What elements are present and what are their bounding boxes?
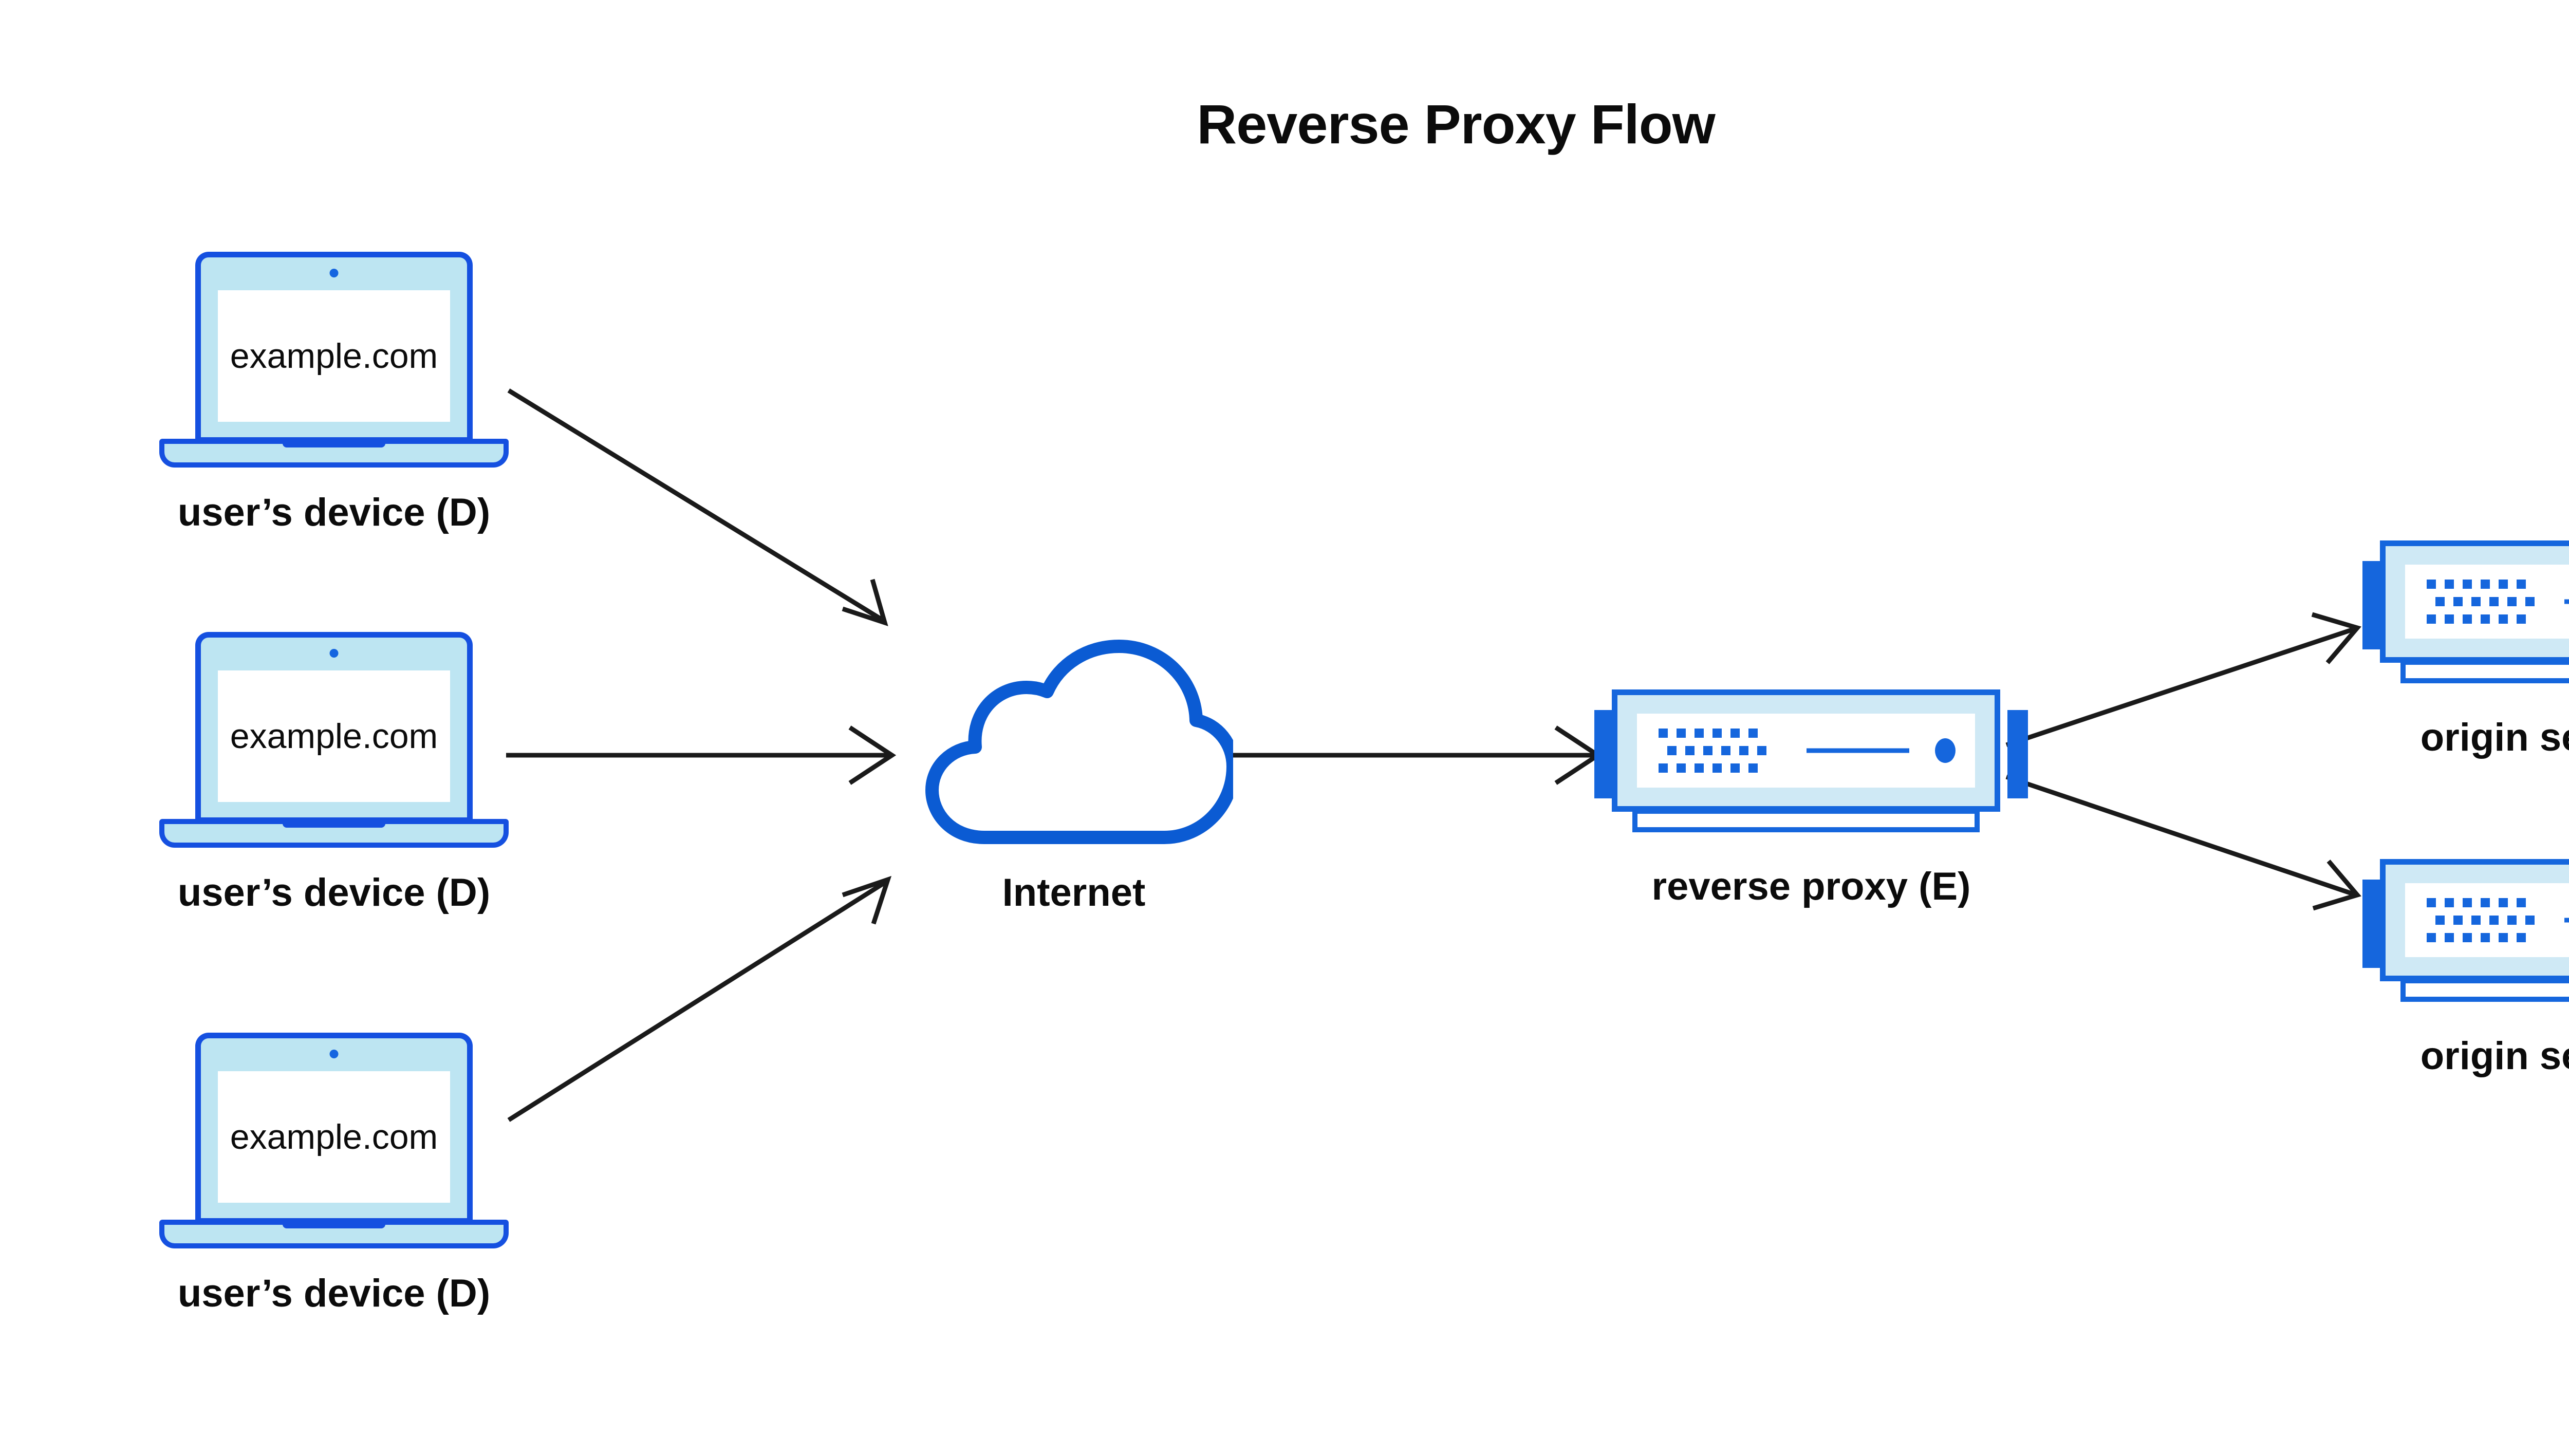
- server-tab-right: [2007, 710, 2028, 798]
- laptop-icon: example.com: [159, 632, 509, 848]
- laptop-icon: example.com: [159, 252, 509, 468]
- laptop-hinge-notch: [283, 440, 385, 447]
- page-title: Reverse Proxy Flow: [1197, 93, 1715, 155]
- server-shelf: [2400, 660, 2569, 683]
- node-label-client-middle: user’s device (D): [177, 871, 491, 914]
- camera-dot-icon: [329, 269, 339, 277]
- screen-url-text: example.com: [230, 1117, 438, 1156]
- laptop-screen: example.com: [218, 290, 450, 422]
- server-led-icon: [1935, 738, 1956, 763]
- vent-row: [2427, 933, 2545, 942]
- edge-client-top-to-internet-head: [842, 578, 888, 626]
- server-vent-grid: [2427, 898, 2545, 942]
- laptop-screen: example.com: [218, 1071, 450, 1203]
- vent-row: [2435, 597, 2554, 606]
- node-reverse-proxy[interactable]: reverse proxy (E): [1594, 678, 2028, 906]
- node-origin-bottom[interactable]: origin server (F): [2362, 848, 2569, 1076]
- server-slot-line: [2564, 918, 2569, 923]
- edge-client-bottom-to-internet: [507, 881, 886, 1122]
- node-client-bottom[interactable]: example.com user’s device (D): [159, 1033, 509, 1313]
- server-tab-left: [1594, 710, 1615, 798]
- node-internet[interactable]: Internet: [915, 632, 1233, 912]
- laptop-lid: example.com: [195, 1033, 473, 1224]
- laptop-lid: example.com: [195, 632, 473, 823]
- edge-client-bottom-to-internet-head: [842, 875, 892, 925]
- server-front-panel: [1637, 714, 1975, 788]
- node-client-top[interactable]: example.com user’s device (D): [159, 252, 509, 532]
- screen-url-text: example.com: [230, 337, 438, 376]
- node-label-internet: Internet: [1002, 871, 1146, 914]
- edge-client-middle-to-internet-head: [848, 725, 897, 785]
- node-label-client-top: user’s device (D): [177, 491, 491, 534]
- server-tab-left: [2362, 880, 2383, 968]
- vent-row: [1659, 763, 1777, 773]
- server-shelf: [2400, 978, 2569, 1002]
- server-vent-grid: [1659, 729, 1777, 773]
- server-body: [2380, 540, 2569, 663]
- laptop-screen: example.com: [218, 670, 450, 802]
- server-slot-line: [2564, 599, 2569, 604]
- cloud-icon: [915, 632, 1233, 853]
- server-icon: [1594, 678, 2028, 843]
- vent-row: [2427, 580, 2545, 589]
- server-tab-left: [2362, 561, 2383, 649]
- vent-row: [1667, 746, 1785, 755]
- edge-reverse-proxy-to-origin-top-head: [2311, 612, 2361, 664]
- server-body: [2380, 859, 2569, 981]
- node-label-origin-bottom: origin server (F): [2420, 1034, 2569, 1078]
- camera-dot-icon: [329, 649, 339, 658]
- laptop-hinge-notch: [283, 1221, 385, 1228]
- server-slot-line: [1807, 748, 1909, 753]
- screen-url-text: example.com: [230, 717, 438, 756]
- node-client-middle[interactable]: example.com user’s device (D): [159, 632, 509, 912]
- laptop-hinge-notch: [283, 820, 385, 828]
- vent-row: [2427, 614, 2545, 624]
- vent-row: [1659, 729, 1777, 738]
- edge-reverse-proxy-to-origin-bottom-head: [2312, 860, 2361, 911]
- server-icon: [2362, 848, 2569, 1012]
- server-icon: [2362, 529, 2569, 694]
- server-body: [1612, 689, 2000, 812]
- server-front-panel: [2405, 883, 2569, 957]
- vent-row: [2435, 916, 2554, 925]
- laptop-lid: example.com: [195, 252, 473, 443]
- edge-reverse-proxy-to-origin-bottom: [2005, 774, 2354, 897]
- edge-reverse-proxy-to-origin-top: [2005, 627, 2354, 748]
- node-label-client-bottom: user’s device (D): [177, 1272, 491, 1315]
- camera-dot-icon: [329, 1050, 339, 1058]
- node-label-origin-top: origin server (F): [2420, 716, 2569, 759]
- node-label-reverse-proxy: reverse proxy (E): [1651, 865, 1971, 908]
- laptop-icon: example.com: [159, 1033, 509, 1248]
- server-shelf: [1632, 809, 1980, 832]
- server-front-panel: [2405, 565, 2569, 639]
- vent-row: [2427, 898, 2545, 907]
- edge-internet-to-reverse-proxy-head: [1554, 725, 1603, 785]
- node-origin-top[interactable]: origin server (F): [2362, 529, 2569, 757]
- server-vent-grid: [2427, 580, 2545, 624]
- edge-client-top-to-internet: [507, 388, 883, 621]
